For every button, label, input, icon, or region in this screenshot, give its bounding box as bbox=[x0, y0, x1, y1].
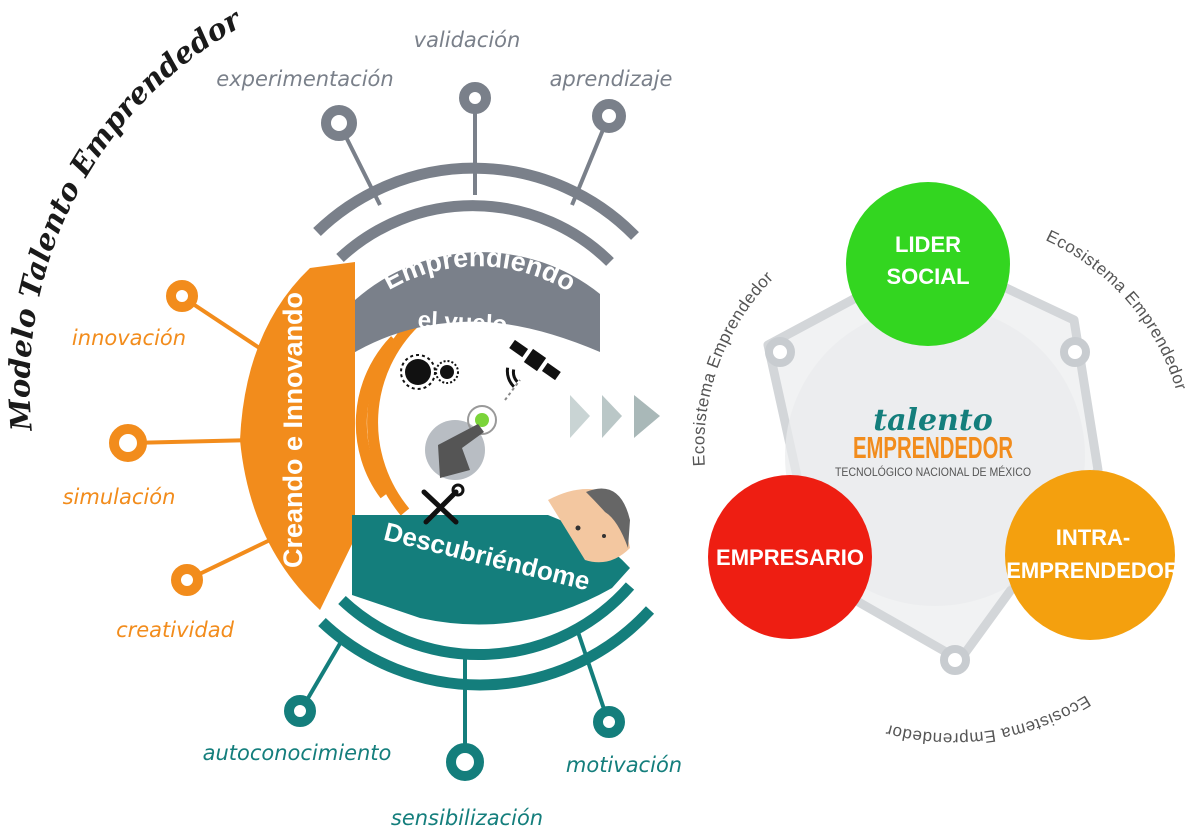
eco-label-bottom: Ecosistema Emprendedor bbox=[883, 692, 1093, 749]
node-circle-aprendizaje bbox=[592, 99, 626, 133]
node-circle-motivacion bbox=[593, 706, 625, 738]
top-band bbox=[350, 252, 600, 355]
node-circle-sensibilizacion bbox=[446, 743, 484, 781]
label-innovacion: innovación bbox=[72, 326, 186, 350]
node-labels: experimentación validación aprendizaje i… bbox=[63, 28, 683, 830]
hexagon-nodes bbox=[765, 337, 1090, 675]
node-circle-simulacion bbox=[109, 424, 147, 462]
logo-talento: talento bbox=[873, 403, 992, 438]
talento-logo: talento EMPRENDEDOR TECNOLÓGICO NACIONAL… bbox=[835, 403, 1031, 479]
gray-arcs bbox=[313, 162, 639, 266]
role-right-line2: EMPRENDEDOR bbox=[1006, 558, 1180, 583]
eco-label-left: Ecosistema Emprendedor bbox=[689, 267, 777, 467]
role-left: EMPRESARIO bbox=[716, 545, 864, 570]
label-autoconocimiento: autoconocimiento bbox=[203, 741, 392, 765]
role-lider-social: LIDER SOCIAL bbox=[846, 182, 1010, 346]
label-validacion: validación bbox=[414, 28, 521, 52]
label-simulacion: simulación bbox=[63, 485, 176, 509]
label-motivacion: motivación bbox=[566, 753, 682, 777]
orange-arcs bbox=[355, 318, 419, 516]
side-band-label: Creando e Innovando bbox=[278, 292, 308, 568]
logo-tecnm: TECNOLÓGICO NACIONAL DE MÉXICO bbox=[835, 464, 1031, 479]
node-circle-creatividad bbox=[171, 564, 203, 596]
node-circle-autoconocimiento bbox=[284, 695, 316, 727]
label-sensibilizacion: sensibilización bbox=[391, 806, 543, 830]
model-title: Modelo Talento Emprendedor bbox=[2, 1, 248, 433]
atoms-icon bbox=[400, 354, 459, 390]
teal-arcs bbox=[318, 582, 655, 691]
label-experimentacion: experimentación bbox=[216, 67, 393, 91]
tools-icon bbox=[421, 483, 465, 525]
role-right-line1: INTRA- bbox=[1056, 525, 1131, 550]
arrows-icon bbox=[570, 395, 660, 438]
role-intraemprendedor: INTRA- EMPRENDEDOR bbox=[1005, 470, 1180, 640]
role-top-line1: LIDER bbox=[895, 232, 961, 257]
label-creatividad: creatividad bbox=[116, 618, 234, 642]
node-circle-experimentacion bbox=[321, 105, 357, 141]
touch-hand-icon bbox=[425, 379, 521, 480]
logo-emprendedor: EMPRENDEDOR bbox=[853, 430, 1013, 465]
bottom-connectors bbox=[302, 631, 608, 750]
role-top-line2: SOCIAL bbox=[886, 264, 969, 289]
bottom-band bbox=[352, 515, 630, 625]
person-face-icon bbox=[548, 488, 630, 563]
label-aprendizaje: aprendizaje bbox=[550, 67, 673, 91]
role-empresario: EMPRESARIO bbox=[708, 475, 872, 639]
satellite-icon bbox=[505, 339, 561, 388]
node-circles bbox=[109, 82, 626, 781]
side-band bbox=[240, 262, 355, 610]
node-circle-innovacion bbox=[166, 280, 198, 312]
node-circle-validacion bbox=[459, 82, 491, 114]
top-band-label-2: el vuelo bbox=[417, 307, 508, 339]
